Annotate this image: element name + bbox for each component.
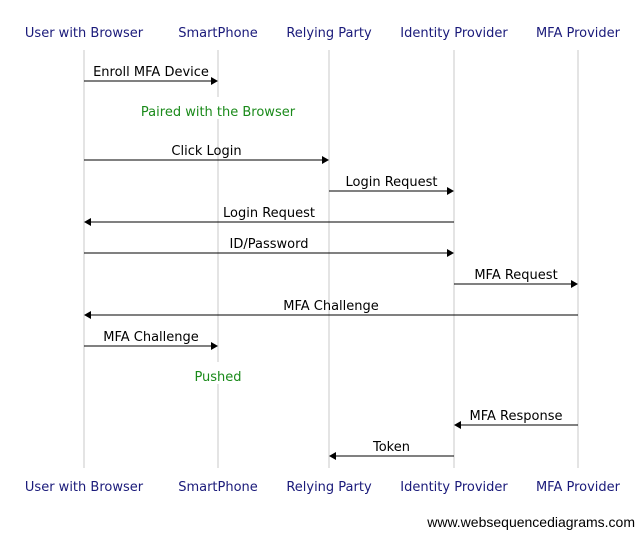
note-background xyxy=(190,362,246,384)
message-label: MFA Challenge xyxy=(103,330,199,345)
participant-bottom-mfa-provider: MFA Provider xyxy=(536,480,621,495)
message-label: Token xyxy=(372,440,410,455)
message: Login Request xyxy=(84,206,454,226)
participant-top-relying-party: Relying Party xyxy=(286,26,372,41)
participants-bottom: User with Browser SmartPhone Relying Party… xyxy=(25,480,621,495)
arrowhead xyxy=(454,421,461,429)
message: MFA Challenge xyxy=(84,299,578,319)
participant-bottom-smartphone: SmartPhone xyxy=(178,480,258,495)
message-label: Enroll MFA Device xyxy=(93,65,209,80)
message: MFA Challenge xyxy=(84,330,218,350)
message-label: ID/Password xyxy=(230,237,309,252)
participant-bottom-identity-provider: Identity Provider xyxy=(400,480,508,495)
message: Click Login xyxy=(84,144,329,164)
participant-top-smartphone: SmartPhone xyxy=(178,26,258,41)
participant-top-user-with-browser: User with Browser xyxy=(25,26,144,41)
participants-top: User with Browser SmartPhone Relying Party… xyxy=(25,26,621,41)
message-label: MFA Response xyxy=(470,409,563,424)
participant-top-mfa-provider: MFA Provider xyxy=(536,26,621,41)
arrowhead xyxy=(322,156,329,164)
message: Login Request xyxy=(329,175,454,195)
message: MFA Request xyxy=(454,268,578,288)
arrowhead xyxy=(84,218,91,226)
message: Token xyxy=(329,440,454,460)
lifelines xyxy=(83,50,579,468)
watermark: www.websequencediagrams.com xyxy=(427,514,635,530)
participant-bottom-user-with-browser: User with Browser xyxy=(25,480,144,495)
arrowhead xyxy=(329,452,336,460)
note-background xyxy=(125,97,311,119)
message: MFA Response xyxy=(454,409,578,429)
message-label: Login Request xyxy=(223,206,315,221)
message: ID/Password xyxy=(84,237,454,257)
message-label: MFA Request xyxy=(474,268,557,283)
arrowhead xyxy=(211,342,218,350)
message: Enroll MFA Device xyxy=(84,65,218,85)
arrowhead xyxy=(571,280,578,288)
participant-top-identity-provider: Identity Provider xyxy=(400,26,508,41)
arrowhead xyxy=(447,187,454,195)
note-label: Pushed xyxy=(194,370,241,385)
arrowhead xyxy=(447,249,454,257)
note-label: Paired with the Browser xyxy=(141,105,296,120)
arrowhead xyxy=(211,77,218,85)
message-label: Login Request xyxy=(345,175,437,190)
message-label: Click Login xyxy=(171,144,241,159)
arrowhead xyxy=(84,311,91,319)
participant-bottom-relying-party: Relying Party xyxy=(286,480,372,495)
message-label: MFA Challenge xyxy=(283,299,379,314)
